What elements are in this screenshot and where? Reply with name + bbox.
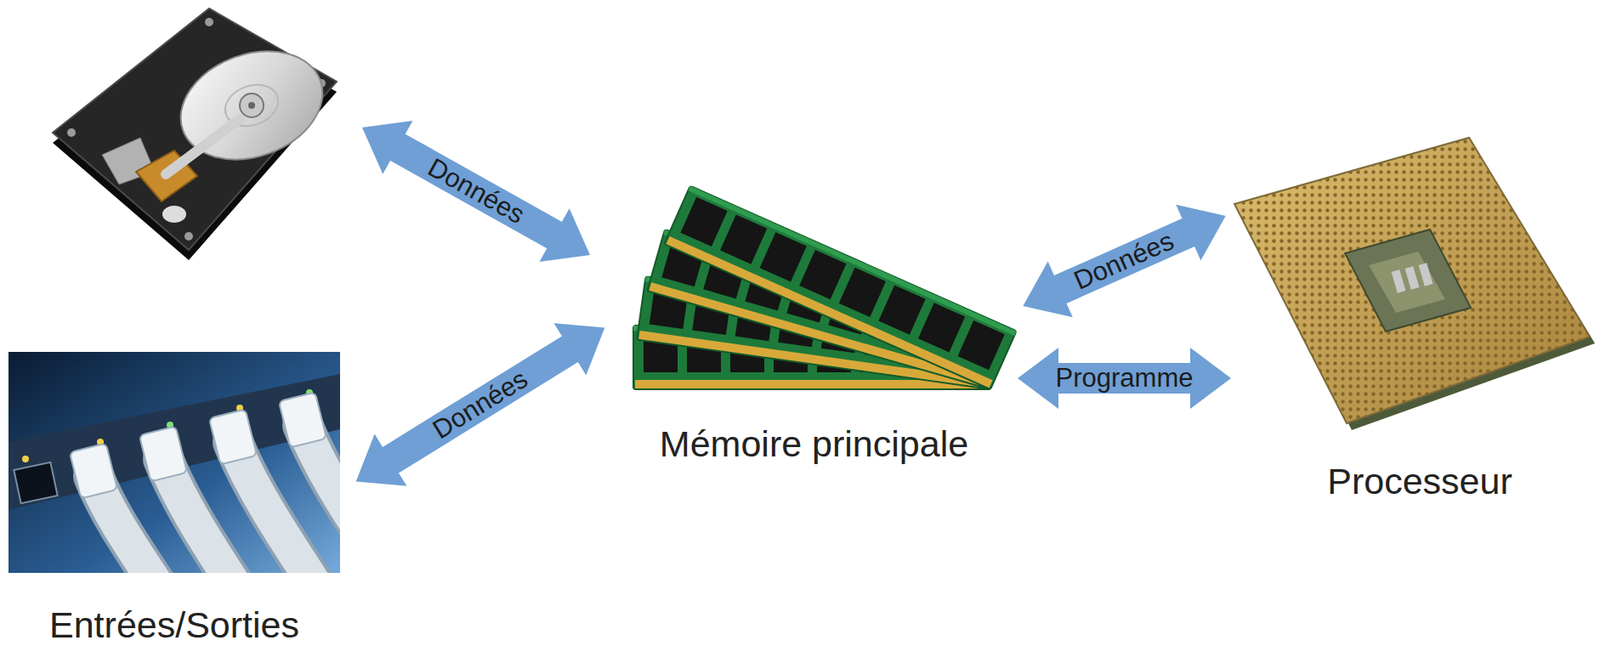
hard-disk-part bbox=[162, 205, 187, 223]
hard-disk-part bbox=[204, 17, 214, 27]
component-label: Mémoire principale bbox=[659, 423, 969, 466]
double-arrow bbox=[362, 120, 591, 262]
processor-chip-part bbox=[1418, 262, 1434, 287]
processor-chip-part bbox=[1344, 229, 1471, 332]
arrow-label: Données bbox=[423, 153, 530, 230]
network-switch-photo-part bbox=[302, 425, 341, 570]
double-arrow bbox=[1017, 347, 1232, 409]
hard-disk bbox=[52, 8, 338, 261]
double-arrow bbox=[1022, 204, 1226, 318]
processor-chip bbox=[1234, 137, 1595, 431]
processor-component: Processeur bbox=[1241, 132, 1599, 503]
processor-chip-part bbox=[1405, 266, 1420, 290]
network-switch-photo-part bbox=[302, 425, 341, 570]
network-switch-photo-part bbox=[69, 443, 118, 500]
memory-modules bbox=[633, 186, 1017, 390]
network-switch-photo-part bbox=[209, 409, 257, 466]
hard-disk-part bbox=[239, 93, 264, 118]
hard-disk-part bbox=[67, 128, 76, 137]
hard-disk-part bbox=[165, 119, 240, 175]
processor-chip-part bbox=[1368, 251, 1446, 313]
hard-disk-part bbox=[184, 232, 193, 241]
io-component: Entrées/Sorties bbox=[8, 351, 341, 646]
component-label: Entrées/Sorties bbox=[49, 604, 300, 646]
component-label: Processeur bbox=[1327, 460, 1512, 503]
memory-component: Mémoire principale bbox=[620, 163, 1008, 466]
network-switch-photo-part bbox=[22, 455, 29, 463]
network-switch-photo-part bbox=[139, 426, 188, 483]
hard-disk-part bbox=[165, 32, 339, 179]
processor-chip-part bbox=[1234, 137, 1590, 424]
network-switch-photo bbox=[8, 351, 341, 574]
network-switch-photo-part bbox=[13, 462, 57, 504]
hard-disk-part bbox=[248, 102, 256, 109]
double-arrow bbox=[356, 323, 606, 487]
arrow-label: Programme bbox=[1055, 363, 1194, 393]
arrow-label: Données bbox=[1070, 226, 1179, 296]
arrow-label: Données bbox=[427, 364, 533, 445]
processor-chip-part bbox=[1234, 137, 1590, 424]
processor-chip-part bbox=[1391, 269, 1407, 294]
memory-modules-part bbox=[663, 186, 1016, 390]
network-switch-photo-part bbox=[278, 392, 327, 449]
